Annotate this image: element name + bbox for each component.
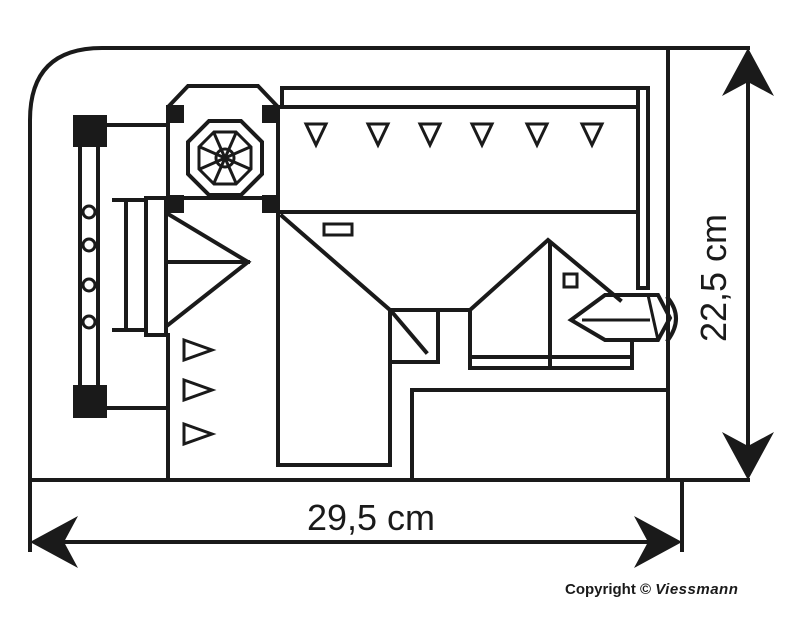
triangle-marker xyxy=(524,122,550,149)
fence-ring xyxy=(81,277,97,293)
fence-post-bottom xyxy=(73,385,107,418)
right-window xyxy=(562,272,579,289)
arrowhead-bottom xyxy=(722,432,774,480)
arrow-sign xyxy=(567,293,678,343)
arrowhead-top xyxy=(722,48,774,96)
top-triangle-markers xyxy=(303,122,605,149)
arrowhead-left xyxy=(30,516,78,568)
width-dimension: 29,5 cm xyxy=(28,478,684,568)
main-long-building xyxy=(276,86,650,290)
left-triangle-markers xyxy=(182,337,217,447)
triangle-marker xyxy=(182,421,217,447)
center-diagonal-building xyxy=(276,210,670,482)
tower xyxy=(166,84,280,213)
triangle-marker xyxy=(303,122,329,149)
fence-ring xyxy=(81,204,97,220)
octagon-roof xyxy=(186,119,264,197)
base-plate-outline xyxy=(28,46,670,482)
triangle-marker xyxy=(365,122,391,149)
small-window xyxy=(322,222,354,237)
right-building xyxy=(467,237,634,370)
left-fence xyxy=(73,115,170,418)
fence-ring xyxy=(81,314,97,330)
roof-spokes xyxy=(199,132,251,184)
fence-ring xyxy=(81,237,97,253)
fence-post-top xyxy=(73,115,107,147)
triangle-marker xyxy=(182,337,217,363)
arrowhead-right xyxy=(634,516,682,568)
brand-logo-text: Viessmann xyxy=(655,581,739,598)
triangle-marker xyxy=(417,122,443,149)
copyright-notice: Copyright © Viessmann xyxy=(565,581,738,598)
triangle-marker xyxy=(579,122,605,149)
left-gate xyxy=(112,196,170,480)
width-label: 29,5 cm xyxy=(307,497,435,538)
triangle-marker xyxy=(469,122,495,149)
triangle-marker xyxy=(182,377,217,403)
copyright-text: Copyright © xyxy=(565,581,652,598)
height-label: 22,5 cm xyxy=(693,214,734,342)
height-dimension: 22,5 cm xyxy=(693,48,774,480)
left-building-roof xyxy=(165,211,252,328)
